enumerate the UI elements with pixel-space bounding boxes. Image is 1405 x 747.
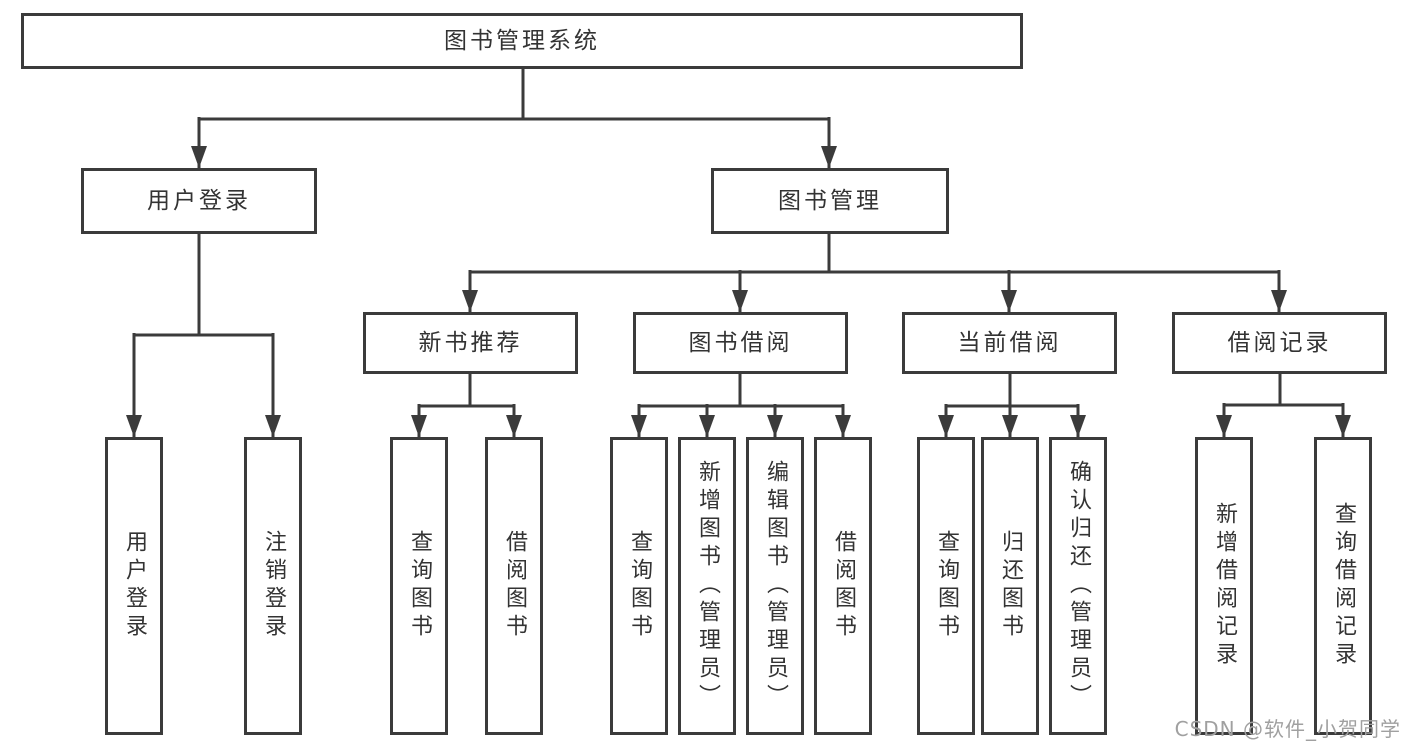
node-new-book-recommend-label: 新书推荐	[418, 329, 523, 356]
leaf-query-books: 查询图书	[917, 437, 975, 735]
leaf-add-book-admin: 新增图书（管理员）	[678, 437, 736, 735]
node-root-system: 图书管理系统	[21, 13, 1023, 69]
leaf-add-borrow-record: 新增借阅记录	[1195, 437, 1253, 735]
leaf-return-book: 归还图书	[981, 437, 1039, 735]
leaf-borrow-books: 借阅图书	[485, 437, 543, 735]
node-new-book-recommend: 新书推荐	[363, 312, 578, 374]
leaf-query-books: 查询图书	[390, 437, 448, 735]
leaf-query-books-label: 查询图书	[407, 530, 432, 642]
node-book-borrow: 图书借阅	[633, 312, 848, 374]
leaf-logout: 注销登录	[244, 437, 302, 735]
leaf-edit-book-admin: 编辑图书（管理员）	[746, 437, 804, 735]
leaf-borrow-books: 借阅图书	[814, 437, 872, 735]
leaf-confirm-return-admin-label: 确认归还（管理员）	[1066, 460, 1091, 712]
leaf-edit-book-admin-label: 编辑图书（管理员）	[763, 460, 788, 712]
node-borrow-records: 借阅记录	[1172, 312, 1387, 374]
leaf-add-borrow-record-label: 新增借阅记录	[1212, 502, 1237, 670]
node-borrow-records-label: 借阅记录	[1227, 329, 1332, 356]
node-user-login: 用户登录	[81, 168, 317, 234]
node-current-borrow-label: 当前借阅	[957, 329, 1062, 356]
leaf-query-borrow-record-label: 查询借阅记录	[1331, 502, 1356, 670]
node-user-login-label: 用户登录	[147, 187, 251, 214]
leaf-query-books-label: 查询图书	[627, 530, 652, 642]
leaf-add-book-admin-label: 新增图书（管理员）	[695, 460, 720, 712]
leaf-return-book-label: 归还图书	[998, 530, 1023, 642]
node-book-borrow-label: 图书借阅	[688, 329, 793, 356]
leaf-logout-label: 注销登录	[261, 530, 286, 642]
node-book-management-label: 图书管理	[778, 187, 882, 214]
leaf-query-books-label: 查询图书	[934, 530, 959, 642]
node-root-label: 图书管理系统	[444, 27, 600, 54]
leaf-query-books: 查询图书	[610, 437, 668, 735]
leaf-user-login: 用户登录	[105, 437, 163, 735]
leaf-confirm-return-admin: 确认归还（管理员）	[1049, 437, 1107, 735]
node-current-borrow: 当前借阅	[902, 312, 1117, 374]
leaf-query-borrow-record: 查询借阅记录	[1314, 437, 1372, 735]
node-book-management: 图书管理	[711, 168, 949, 234]
csdn-watermark: CSDN @软件_小贺同学	[1174, 717, 1401, 741]
leaf-borrow-books-label: 借阅图书	[831, 530, 856, 642]
leaf-borrow-books-label: 借阅图书	[502, 530, 527, 642]
leaf-user-login-label: 用户登录	[122, 530, 147, 642]
